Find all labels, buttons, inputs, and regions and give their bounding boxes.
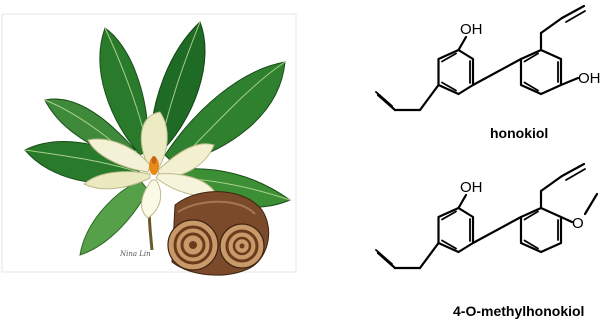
ring-a <box>437 48 475 96</box>
methylhonokiol-oh-top: OH <box>460 179 483 196</box>
ring-b <box>519 48 563 96</box>
molecule-name-honokiol: honokiol <box>490 125 548 141</box>
petal-bottom-left <box>83 171 151 190</box>
petal-back <box>140 111 168 173</box>
molecule-4-o-methylhonokiol <box>375 162 599 270</box>
magnolia-flower <box>83 111 216 219</box>
methylhonokiol-methoxy-o: O <box>572 215 584 232</box>
artist-signature: Nina Lin <box>119 250 151 258</box>
honokiol-oh-right: OH <box>578 70 601 87</box>
molecule-name-4-o-methylhonokiol: 4-O-methylhonokiol <box>453 303 584 319</box>
petal-left <box>87 138 151 173</box>
petal-front <box>141 179 162 219</box>
biaryl-bond <box>471 57 523 87</box>
magnolia-bark <box>167 191 270 276</box>
molecule-honokiol <box>375 4 586 112</box>
flower-stamen <box>149 157 159 175</box>
magnolia-illustration: Nina Lin <box>1 13 297 276</box>
honokiol-oh-top: OH <box>460 21 483 38</box>
leaf-lower-left <box>79 179 149 256</box>
ring-b <box>519 206 563 254</box>
ring-a <box>437 206 475 254</box>
biaryl-bond <box>471 215 523 245</box>
